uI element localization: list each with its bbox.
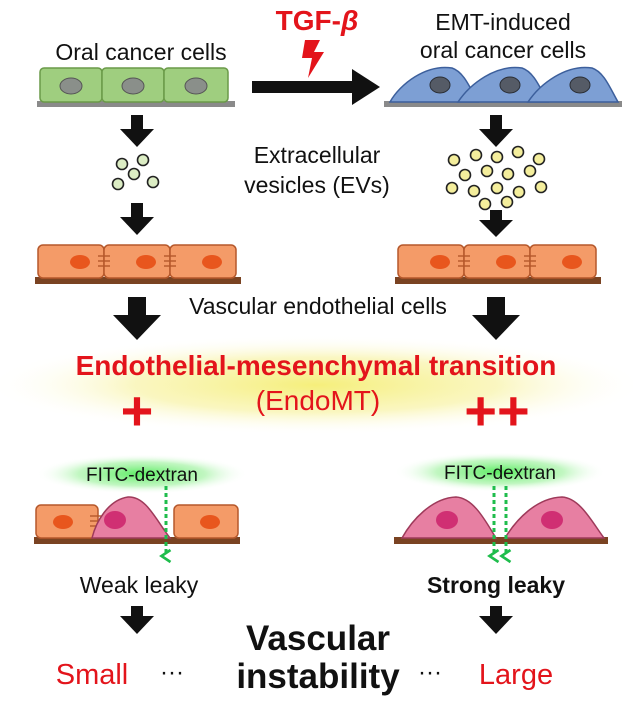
tgf-beta-label: TGF-β [276,5,359,36]
down-arrow-right-2 [479,210,513,237]
down-arrow-left-4 [120,606,154,634]
fitc-label-right: FITC-dextran [444,463,556,484]
down-arrow-left-3 [113,297,161,340]
instability-label: instability [236,657,400,696]
fitc-glow-left [36,454,248,494]
down-arrow-left-1 [120,115,154,147]
vascular-endothelial-label: Vascular endothelial cells [189,293,447,319]
down-arrow-right-1 [479,115,513,147]
down-arrow-right-4 [479,606,513,634]
emt-label-line1: EMT-induced [435,9,571,35]
emt-label-line2: oral cancer cells [420,37,586,63]
endomt-left-plus: + [121,379,154,442]
oral-cancer-cells-graphic [37,67,235,107]
large-label: Large [479,659,553,691]
small-label: Small [56,659,129,691]
endothelial-layer-left [35,244,241,284]
weak-leaky-label: Weak leaky [80,572,199,598]
endomt-title: Endothelial-mesenchymal transition [76,350,557,381]
endomt-right-plus: ++ [464,379,529,442]
lightning-icon [302,40,324,78]
ev-label-line2: vesicles (EVs) [244,172,390,198]
strong-leaky-label: Strong leaky [427,572,565,598]
fitc-label-left: FITC-dextran [86,465,198,486]
endomt-abbrev: (EndoMT) [256,385,380,416]
emt-induced-cells-graphic [384,66,622,107]
emt-induction-arrow [252,69,380,105]
endothelial-layer-right [395,244,601,284]
tgf-beta-text: TGF- [276,5,341,36]
down-arrow-right-3 [472,297,520,340]
oral-cancer-cells-label: Oral cancer cells [55,39,226,65]
fitc-glow-right [394,452,606,492]
weak-leaky-vessel [34,486,240,564]
strong-leaky-vessel [394,486,608,564]
ev-label-line1: Extracellular [254,142,381,168]
dots-left: ··· [160,659,184,686]
vascular-label: Vascular [246,619,390,658]
ev-cluster-small [111,153,160,191]
down-arrow-left-2 [120,203,154,235]
ev-cluster-large [445,145,548,211]
tgf-beta-symbol: β [340,5,358,36]
dots-right: ··· [418,659,442,686]
endomt-glow [0,335,633,435]
